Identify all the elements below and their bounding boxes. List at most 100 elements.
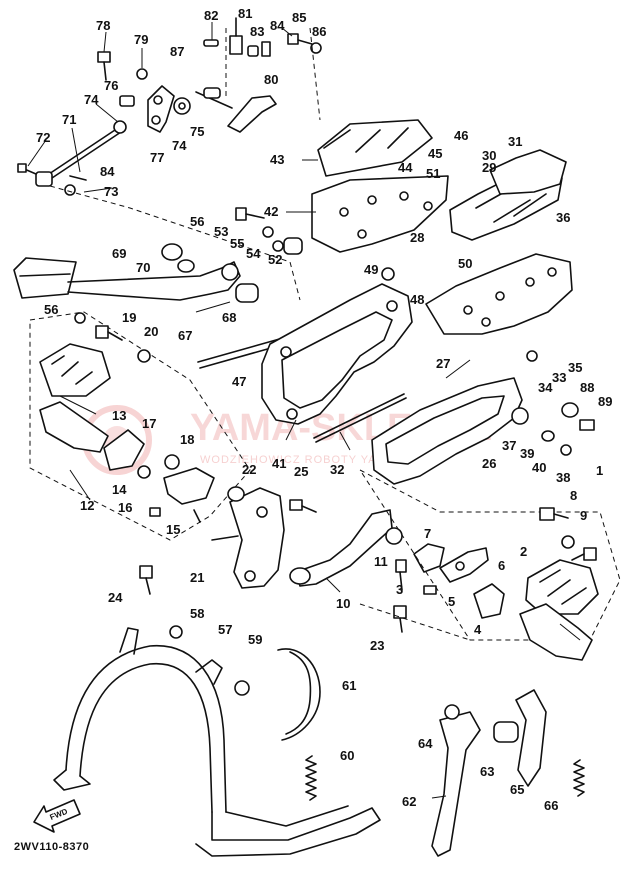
callout-73: 73 — [104, 184, 118, 199]
callout-44: 44 — [398, 160, 413, 175]
callout-63: 63 — [480, 764, 494, 779]
callout-1: 1 — [596, 463, 603, 478]
callout-59: 59 — [248, 632, 262, 647]
gear-lever — [289, 468, 621, 641]
callout-5: 5 — [448, 594, 455, 609]
callout-31: 31 — [508, 134, 522, 149]
callout-68: 68 — [222, 310, 236, 325]
callout-82: 82 — [204, 8, 218, 23]
footrest-bracket — [197, 267, 413, 425]
watermark-tagline: WODZIEHOWICZ ROBOTY YAMAHA — [200, 454, 412, 466]
callout-61: 61 — [342, 678, 356, 693]
callout-16: 16 — [118, 500, 132, 515]
callout-74: 74 — [84, 92, 99, 107]
callout-29: 29 — [482, 160, 496, 175]
callout-60: 60 — [340, 748, 354, 763]
callout-19: 19 — [122, 310, 136, 325]
callout-62: 62 — [402, 794, 416, 809]
callout-38: 38 — [556, 470, 570, 485]
callout-56: 56 — [190, 214, 204, 229]
front-footrest-right — [519, 507, 599, 661]
callout-78: 78 — [96, 18, 110, 33]
callout-57: 57 — [218, 622, 232, 637]
callout-53: 53 — [214, 224, 228, 239]
callout-37: 37 — [502, 438, 516, 453]
callout-81: 81 — [238, 6, 252, 21]
callout-64: 64 — [418, 736, 433, 751]
brake-linkage — [17, 17, 322, 301]
callout-15: 15 — [166, 522, 180, 537]
side-stand — [431, 689, 547, 857]
callout-47: 47 — [232, 374, 246, 389]
callout-67: 67 — [178, 328, 192, 343]
callout-69: 69 — [112, 246, 126, 261]
callout-77: 77 — [150, 150, 164, 165]
callout-28: 28 — [410, 230, 424, 245]
callout-72: 72 — [36, 130, 50, 145]
callout-84: 84 — [270, 18, 285, 33]
callout-76: 76 — [104, 78, 118, 93]
callout-2: 2 — [520, 544, 527, 559]
callout-21: 21 — [190, 570, 204, 585]
side-bracket — [139, 486, 317, 595]
callout-7: 7 — [424, 526, 431, 541]
callout-52: 52 — [268, 252, 282, 267]
callout-85: 85 — [292, 10, 306, 25]
callout-36: 36 — [556, 210, 570, 225]
callout-32: 32 — [330, 462, 344, 477]
callout-75: 75 — [190, 124, 204, 139]
callout-20: 20 — [144, 324, 158, 339]
callout-48: 48 — [410, 292, 424, 307]
callout-34: 34 — [538, 380, 553, 395]
callout-40: 40 — [532, 460, 546, 475]
callout-55: 55 — [230, 236, 244, 251]
callout-58: 58 — [190, 606, 204, 621]
callout-12: 12 — [80, 498, 94, 513]
callout-30: 30 — [482, 148, 496, 163]
rear-footrest-left — [235, 119, 449, 255]
callout-50: 50 — [458, 256, 472, 271]
callout-labels: 1 2 3 4 5 6 7 8 9 10 11 12 13 14 15 16 1… — [36, 6, 612, 813]
callout-14: 14 — [112, 482, 127, 497]
callout-6: 6 — [498, 558, 505, 573]
callout-45: 45 — [428, 146, 442, 161]
callout-79: 79 — [134, 32, 148, 47]
callout-35: 35 — [568, 360, 582, 375]
callout-56b: 56 — [44, 302, 58, 317]
callout-41: 41 — [272, 456, 286, 471]
rear-bracket — [313, 350, 595, 485]
callout-24: 24 — [108, 590, 123, 605]
callout-84b: 84 — [100, 164, 115, 179]
brake-pedal — [13, 243, 259, 313]
callout-86: 86 — [312, 24, 326, 39]
callout-71: 71 — [62, 112, 76, 127]
callout-22: 22 — [242, 462, 256, 477]
callout-43: 43 — [270, 152, 284, 167]
callout-80: 80 — [264, 72, 278, 87]
forward-arrow-icon: FWD — [33, 799, 81, 833]
callout-39: 39 — [520, 446, 534, 461]
callout-26: 26 — [482, 456, 496, 471]
callout-9: 9 — [580, 508, 587, 523]
callout-18: 18 — [180, 432, 194, 447]
callout-89: 89 — [598, 394, 612, 409]
callout-25: 25 — [294, 464, 308, 479]
rear-footrest-right — [425, 149, 573, 335]
callout-46: 46 — [454, 128, 468, 143]
stand-springs — [277, 648, 585, 801]
callout-49: 49 — [364, 262, 378, 277]
callout-10: 10 — [336, 596, 350, 611]
callout-66: 66 — [544, 798, 558, 813]
callout-3: 3 — [396, 582, 403, 597]
callout-8: 8 — [570, 488, 577, 503]
callout-42: 42 — [264, 204, 278, 219]
callout-83: 83 — [250, 24, 264, 39]
callout-4: 4 — [474, 622, 482, 637]
leader-lines — [27, 22, 581, 799]
callout-54: 54 — [246, 246, 261, 261]
callout-27: 27 — [436, 356, 450, 371]
callout-88: 88 — [580, 380, 594, 395]
callout-70: 70 — [136, 260, 150, 275]
callout-13: 13 — [112, 408, 126, 423]
